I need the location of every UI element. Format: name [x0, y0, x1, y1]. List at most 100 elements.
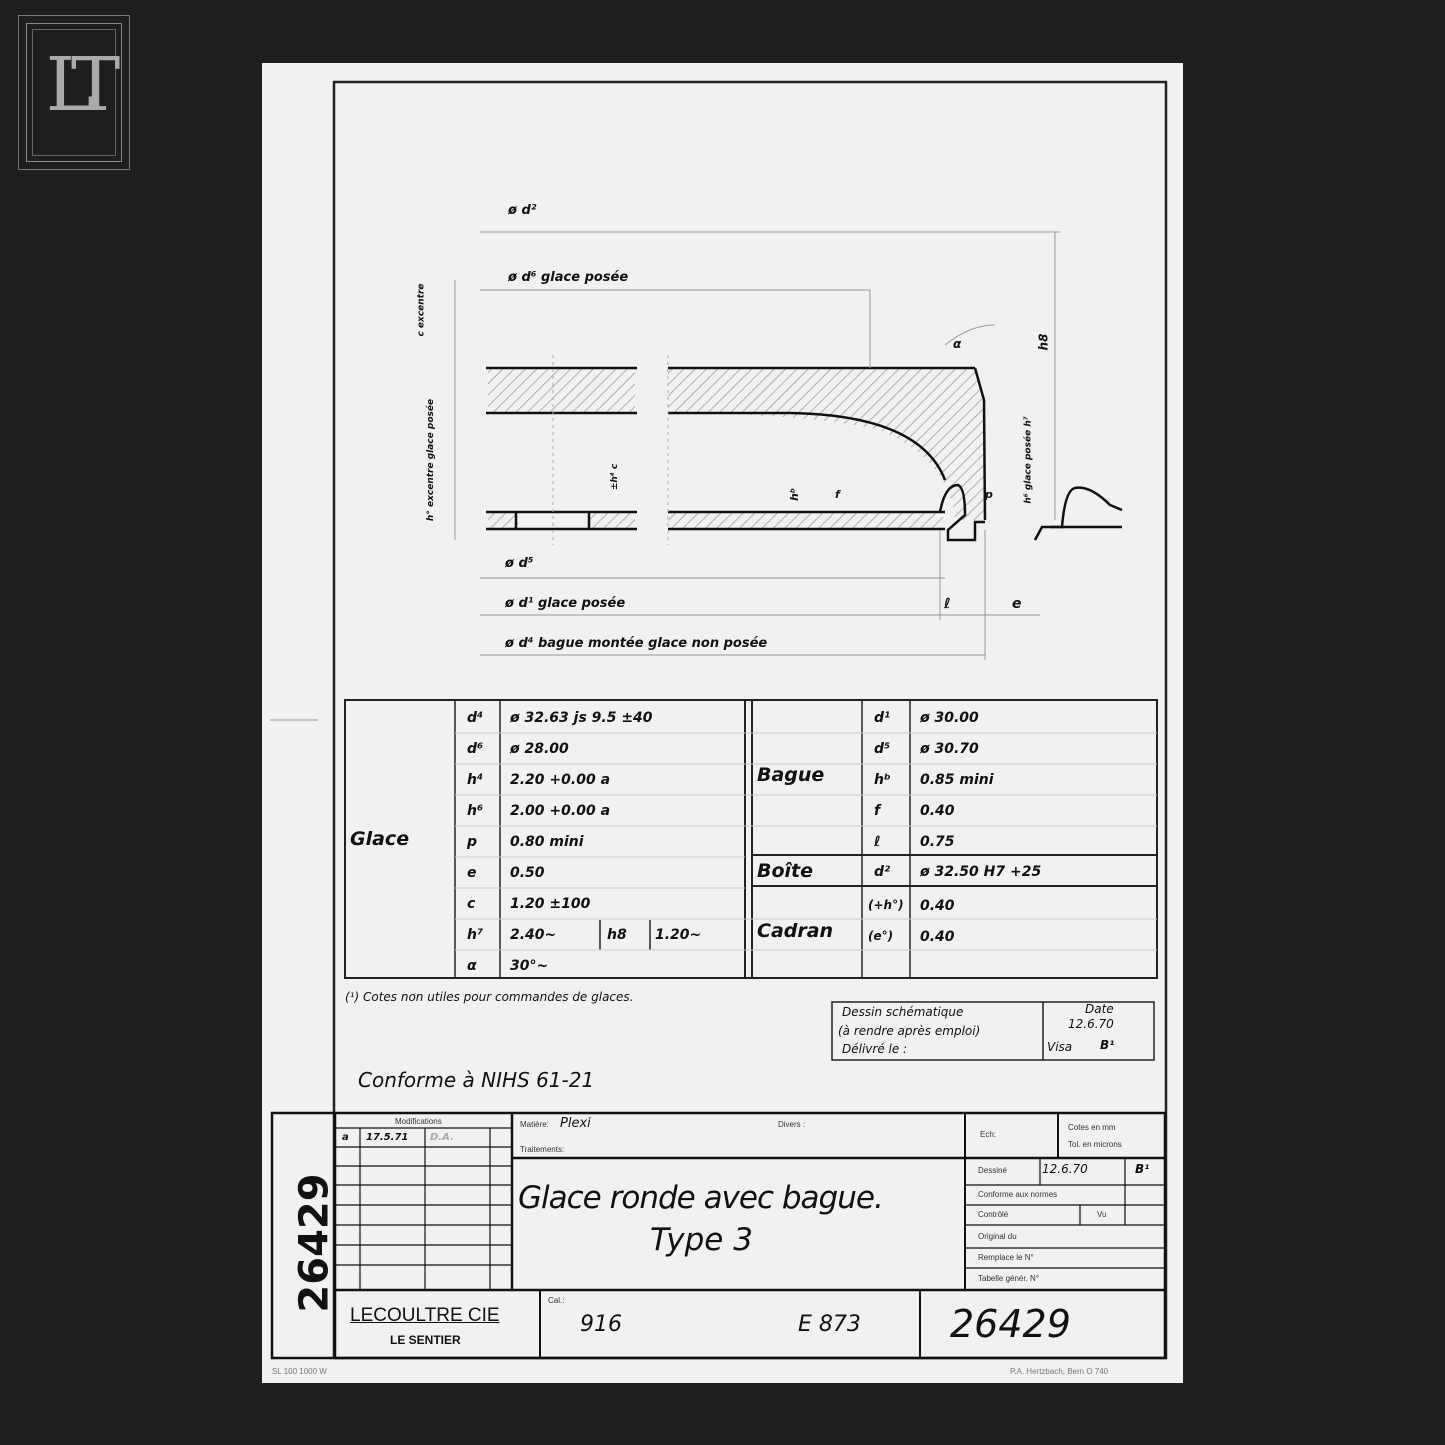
label-d1: ø d¹ glace posée — [505, 596, 626, 611]
sym: d¹ — [874, 710, 891, 726]
val: 1.20~ — [655, 927, 702, 943]
val: 2.00 +0.00 a — [510, 803, 611, 819]
drawing-number: 26429 — [950, 1302, 1071, 1346]
schematic-line1: Dessin schématique — [842, 1005, 964, 1019]
val: 2.40~ — [510, 927, 557, 943]
label-d5: ø d⁵ — [505, 556, 534, 571]
sym: h⁴ — [467, 772, 484, 788]
sym: d⁶ — [467, 741, 484, 757]
sym: c — [467, 896, 476, 912]
label-f: f — [835, 488, 840, 501]
title-block-grid — [270, 1111, 1167, 1360]
reference-number: E 873 — [798, 1312, 861, 1337]
schematic-line3: Délivré le : — [842, 1042, 908, 1056]
sym: d⁵ — [874, 741, 891, 757]
sym: f — [874, 803, 881, 819]
label-l: ℓ — [944, 596, 951, 612]
controle-label: Contrôlé — [978, 1210, 1009, 1219]
schematic-line2: (à rendre après emploi) — [838, 1024, 981, 1038]
label-c-excentre: c excentre — [416, 283, 427, 337]
visa-value: B¹ — [1100, 1038, 1115, 1052]
schematic-box-grid — [831, 1001, 1155, 1061]
mod-initials: D.A. — [430, 1132, 454, 1143]
sym: h8 — [607, 927, 627, 943]
conforme-label: Conforme aux normes — [978, 1190, 1058, 1199]
val: 0.80 mini — [510, 834, 584, 850]
matiere-label: Matière: — [520, 1120, 549, 1129]
company-logo-text: LECOULTRE CIE — [350, 1305, 500, 1326]
label-d2: ø d² — [508, 203, 537, 218]
sym: (+h°) — [868, 898, 904, 912]
group-boite: Boîte — [757, 860, 814, 882]
val: 2.20 +0.00 a — [510, 772, 611, 788]
label-h6: h⁶ glace posée h⁷ — [1023, 416, 1034, 504]
label-p: p — [985, 488, 993, 501]
val: 0.40 — [920, 803, 955, 819]
label-d6: ø d⁶ glace posée — [508, 270, 629, 285]
ech-label: Ech: — [980, 1130, 997, 1139]
divers-label: Divers : — [778, 1120, 806, 1129]
sym: p — [467, 834, 478, 850]
val: 30°~ — [510, 958, 549, 974]
sym: h⁷ — [467, 927, 484, 943]
label-d4: ø d⁴ bague montée glace non posée — [505, 636, 768, 651]
conformity-note: Conforme à NIHS 61-21 — [358, 1068, 595, 1092]
side-drawing-number: 26429 — [291, 1173, 338, 1313]
val: ø 32.63 js 9.5 ±40 — [510, 710, 653, 726]
visa-label: Visa — [1047, 1040, 1073, 1054]
cal-label: Cal.: — [548, 1296, 565, 1305]
sym: (e°) — [868, 929, 894, 943]
spec-table-rowlines — [455, 732, 1157, 951]
sym: d⁴ — [467, 710, 484, 726]
matiere-value: Plexi — [560, 1116, 591, 1131]
val: ø 32.50 H7 +25 — [920, 864, 1042, 880]
sym: h⁶ — [467, 803, 484, 819]
drawing-title: Glace ronde avec bague. — [518, 1180, 884, 1216]
mod-letter: a — [342, 1132, 349, 1143]
val: 1.20 ±100 — [510, 896, 591, 912]
original-label: Original du — [978, 1232, 1017, 1241]
sym: α — [467, 958, 477, 974]
sym: ℓ — [874, 834, 881, 850]
group-bague: Bague — [757, 764, 825, 786]
label-hb: hᵇ — [788, 487, 802, 502]
units-line1: Cotes en mm — [1068, 1123, 1116, 1132]
caliber-number: 916 — [580, 1312, 622, 1337]
glass-section — [454, 231, 1123, 660]
val: 0.40 — [920, 929, 955, 945]
dessine-date: 12.6.70 — [1042, 1162, 1088, 1176]
label-alpha: α — [953, 337, 962, 351]
group-glace: Glace — [350, 828, 410, 850]
val: 0.40 — [920, 898, 955, 914]
date-value: 12.6.70 — [1068, 1017, 1114, 1031]
val: 0.50 — [510, 865, 545, 881]
drawing-subtitle: Type 3 — [650, 1222, 753, 1258]
dessine-visa: B¹ — [1135, 1162, 1150, 1176]
spec-table-grid — [344, 699, 1158, 979]
label-h8: h8 — [1036, 333, 1051, 351]
modifications-label: Modifications — [395, 1117, 442, 1126]
sym: hᵇ — [874, 772, 891, 788]
remplace-label: Remplace le N° — [978, 1253, 1034, 1262]
group-cadran: Cadran — [757, 920, 834, 942]
technical-drawing-sheet — [262, 63, 1183, 1383]
print-footer-left: SL 100 1000 W — [272, 1367, 327, 1376]
units-line2: Tol. en microns — [1068, 1140, 1122, 1149]
label-h-excentre: h° excentre glace posée — [426, 398, 437, 522]
tabelle-label: Tabelle génér. N° — [978, 1274, 1040, 1283]
label-e: e — [1012, 596, 1022, 612]
company-location: LE SENTIER — [390, 1333, 461, 1347]
footnote: (¹) Cotes non utiles pour commandes de g… — [345, 990, 634, 1004]
val: ø 30.00 — [920, 710, 979, 726]
dessine-label: Dessiné — [978, 1166, 1007, 1175]
date-label: Date — [1085, 1002, 1114, 1016]
print-footer-right: P.A. Hertzbach, Bern O 740 — [1010, 1367, 1109, 1376]
brand-logo: LT — [18, 15, 130, 170]
val: ø 30.70 — [920, 741, 979, 757]
val: 0.85 mini — [920, 772, 994, 788]
logo-monogram: LT — [45, 42, 120, 128]
traitements-label: Traitements: — [520, 1145, 565, 1154]
label-h4c: ±h⁴ c — [610, 463, 621, 491]
sym: d² — [874, 864, 891, 880]
